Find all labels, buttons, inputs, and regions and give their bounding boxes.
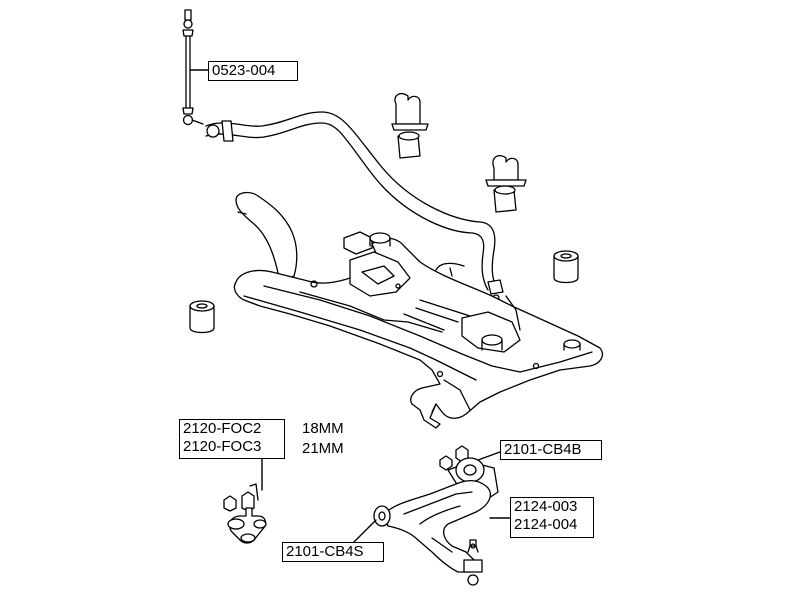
label-arm-bushing-rear: 2101-CB4B (500, 440, 602, 460)
label-stabilizer-link: 0523-004 (208, 61, 298, 81)
mount-bushing-right (553, 250, 579, 284)
label-ball-joint: 2120-FOC2 2120-FOC3 (179, 419, 285, 459)
leader-arm-bushing-rear (477, 451, 501, 461)
ball-joint (223, 483, 267, 544)
bar-bracket-right (485, 154, 527, 213)
size-21mm: 21MM (302, 440, 344, 457)
bar-bracket-left (391, 92, 429, 159)
size-18mm: 18MM (302, 420, 344, 437)
label-arm-bushing-front: 2101-CB4S (282, 542, 384, 562)
part-number: 2124-004 (514, 516, 578, 533)
part-number: 2120-FOC3 (183, 438, 262, 455)
part-number: 2120-FOC2 (183, 420, 262, 437)
part-number: 2101-CB4S (286, 543, 364, 560)
lower-control-arm (373, 445, 499, 586)
part-number: 0523-004 (212, 62, 276, 79)
part-number: 2124-003 (514, 498, 578, 515)
subframe (233, 191, 604, 429)
mount-bushing-left (189, 300, 215, 334)
part-number: 2101-CB4B (504, 441, 582, 458)
label-control-arm: 2124-003 2124-004 (510, 497, 594, 538)
stabilizer-link (182, 9, 204, 126)
